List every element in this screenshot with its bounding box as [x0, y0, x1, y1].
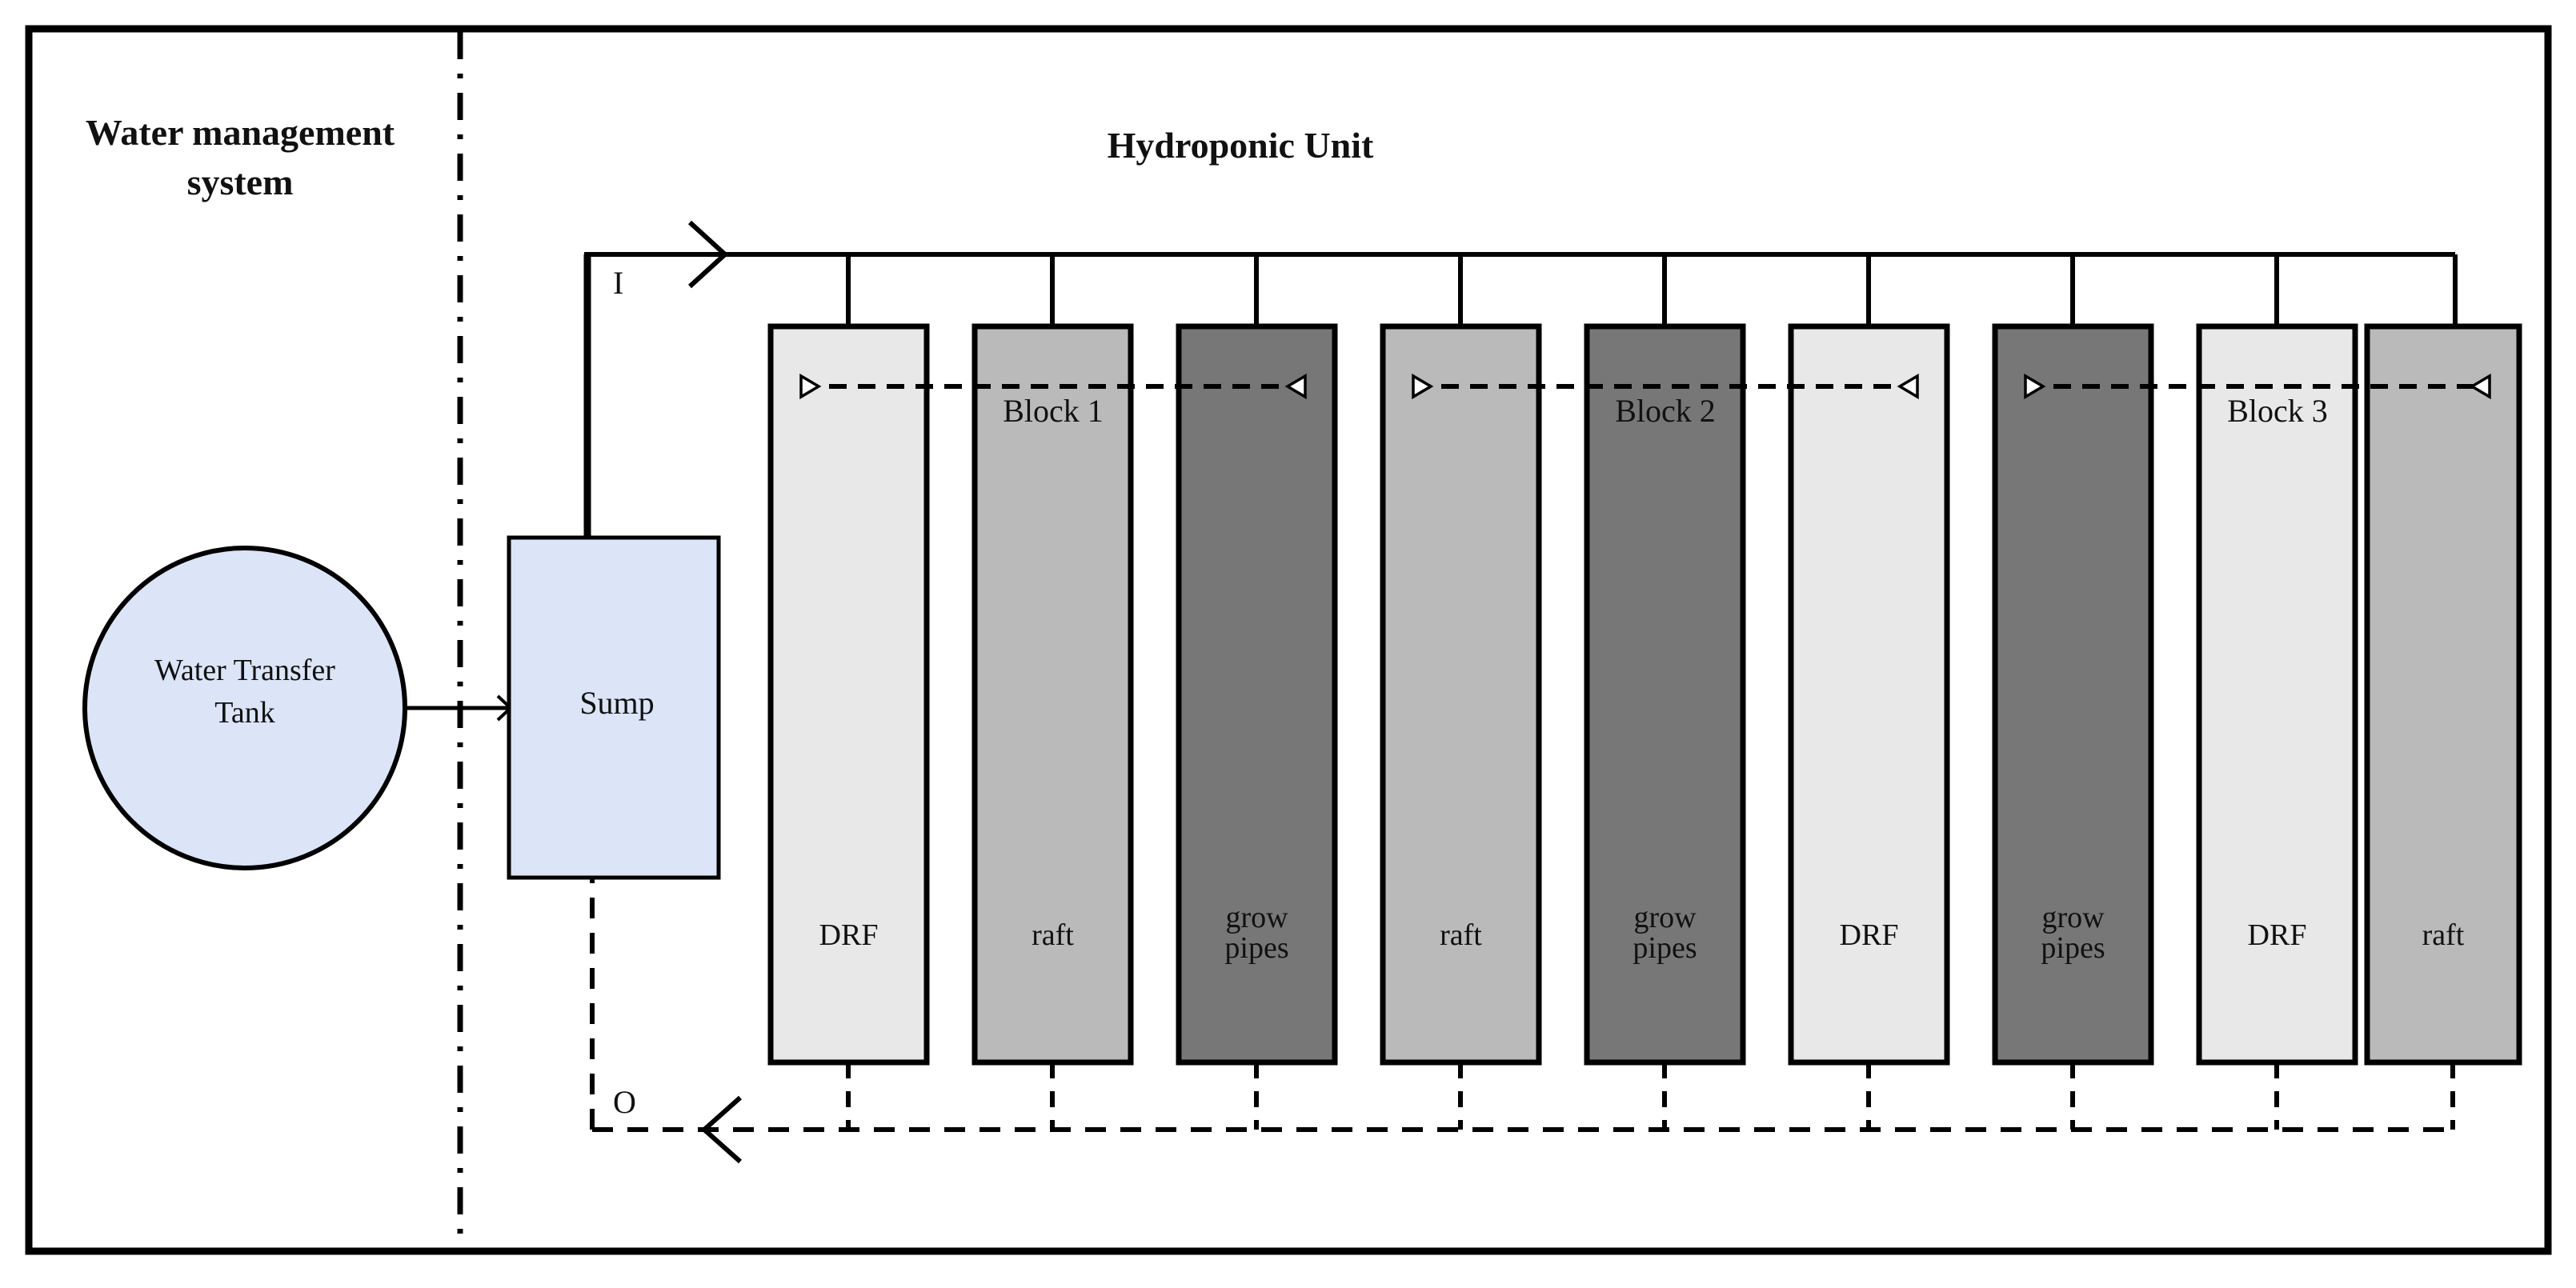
grow-columns — [767, 323, 2522, 1066]
column-4-raft — [1380, 323, 1542, 1066]
column-1-drf — [767, 323, 930, 1066]
column-4-label: raft — [1440, 918, 1482, 952]
inflow-arrow-icon — [687, 220, 729, 289]
column-2-raft — [972, 323, 1134, 1066]
column-9-raft — [2364, 323, 2522, 1066]
water-transfer-tank-label: Water Transfer Tank — [154, 654, 335, 730]
column-8-drf — [2196, 323, 2358, 1066]
column-2-label: raft — [1032, 918, 1074, 952]
column-7-label: grow pipes — [2041, 901, 2105, 965]
column-7-grow-pipes — [1992, 323, 2154, 1066]
column-9-label: raft — [2422, 918, 2465, 952]
column-3-label: grow pipes — [1224, 901, 1289, 965]
outer-frame — [25, 25, 2552, 1255]
block-2-label: Block 2 — [1615, 393, 1716, 429]
water-management-title: Water management system — [85, 112, 395, 203]
outflow-label: O — [613, 1084, 636, 1120]
outflow-arrow-icon — [700, 1095, 742, 1164]
sump-label: Sump — [579, 685, 655, 721]
column-8-label: DRF — [2247, 918, 2307, 952]
column-5-label: grow pipes — [1633, 901, 1697, 965]
inflow-label: I — [613, 265, 624, 301]
column-6-drf — [1788, 323, 1950, 1066]
block-1-label: Block 1 — [1003, 393, 1104, 429]
column-3-grow-pipes — [1176, 323, 1338, 1066]
hydroponic-unit-title: Hydroponic Unit — [1107, 125, 1374, 166]
block-3-label: Block 3 — [2227, 393, 2328, 429]
column-6-label: DRF — [1839, 918, 1899, 952]
supply-drops — [846, 254, 2458, 326]
sump-box — [507, 535, 721, 880]
column-1-label: DRF — [819, 918, 879, 952]
drain-drops — [846, 1062, 2455, 1130]
column-5-grow-pipes — [1584, 323, 1746, 1066]
